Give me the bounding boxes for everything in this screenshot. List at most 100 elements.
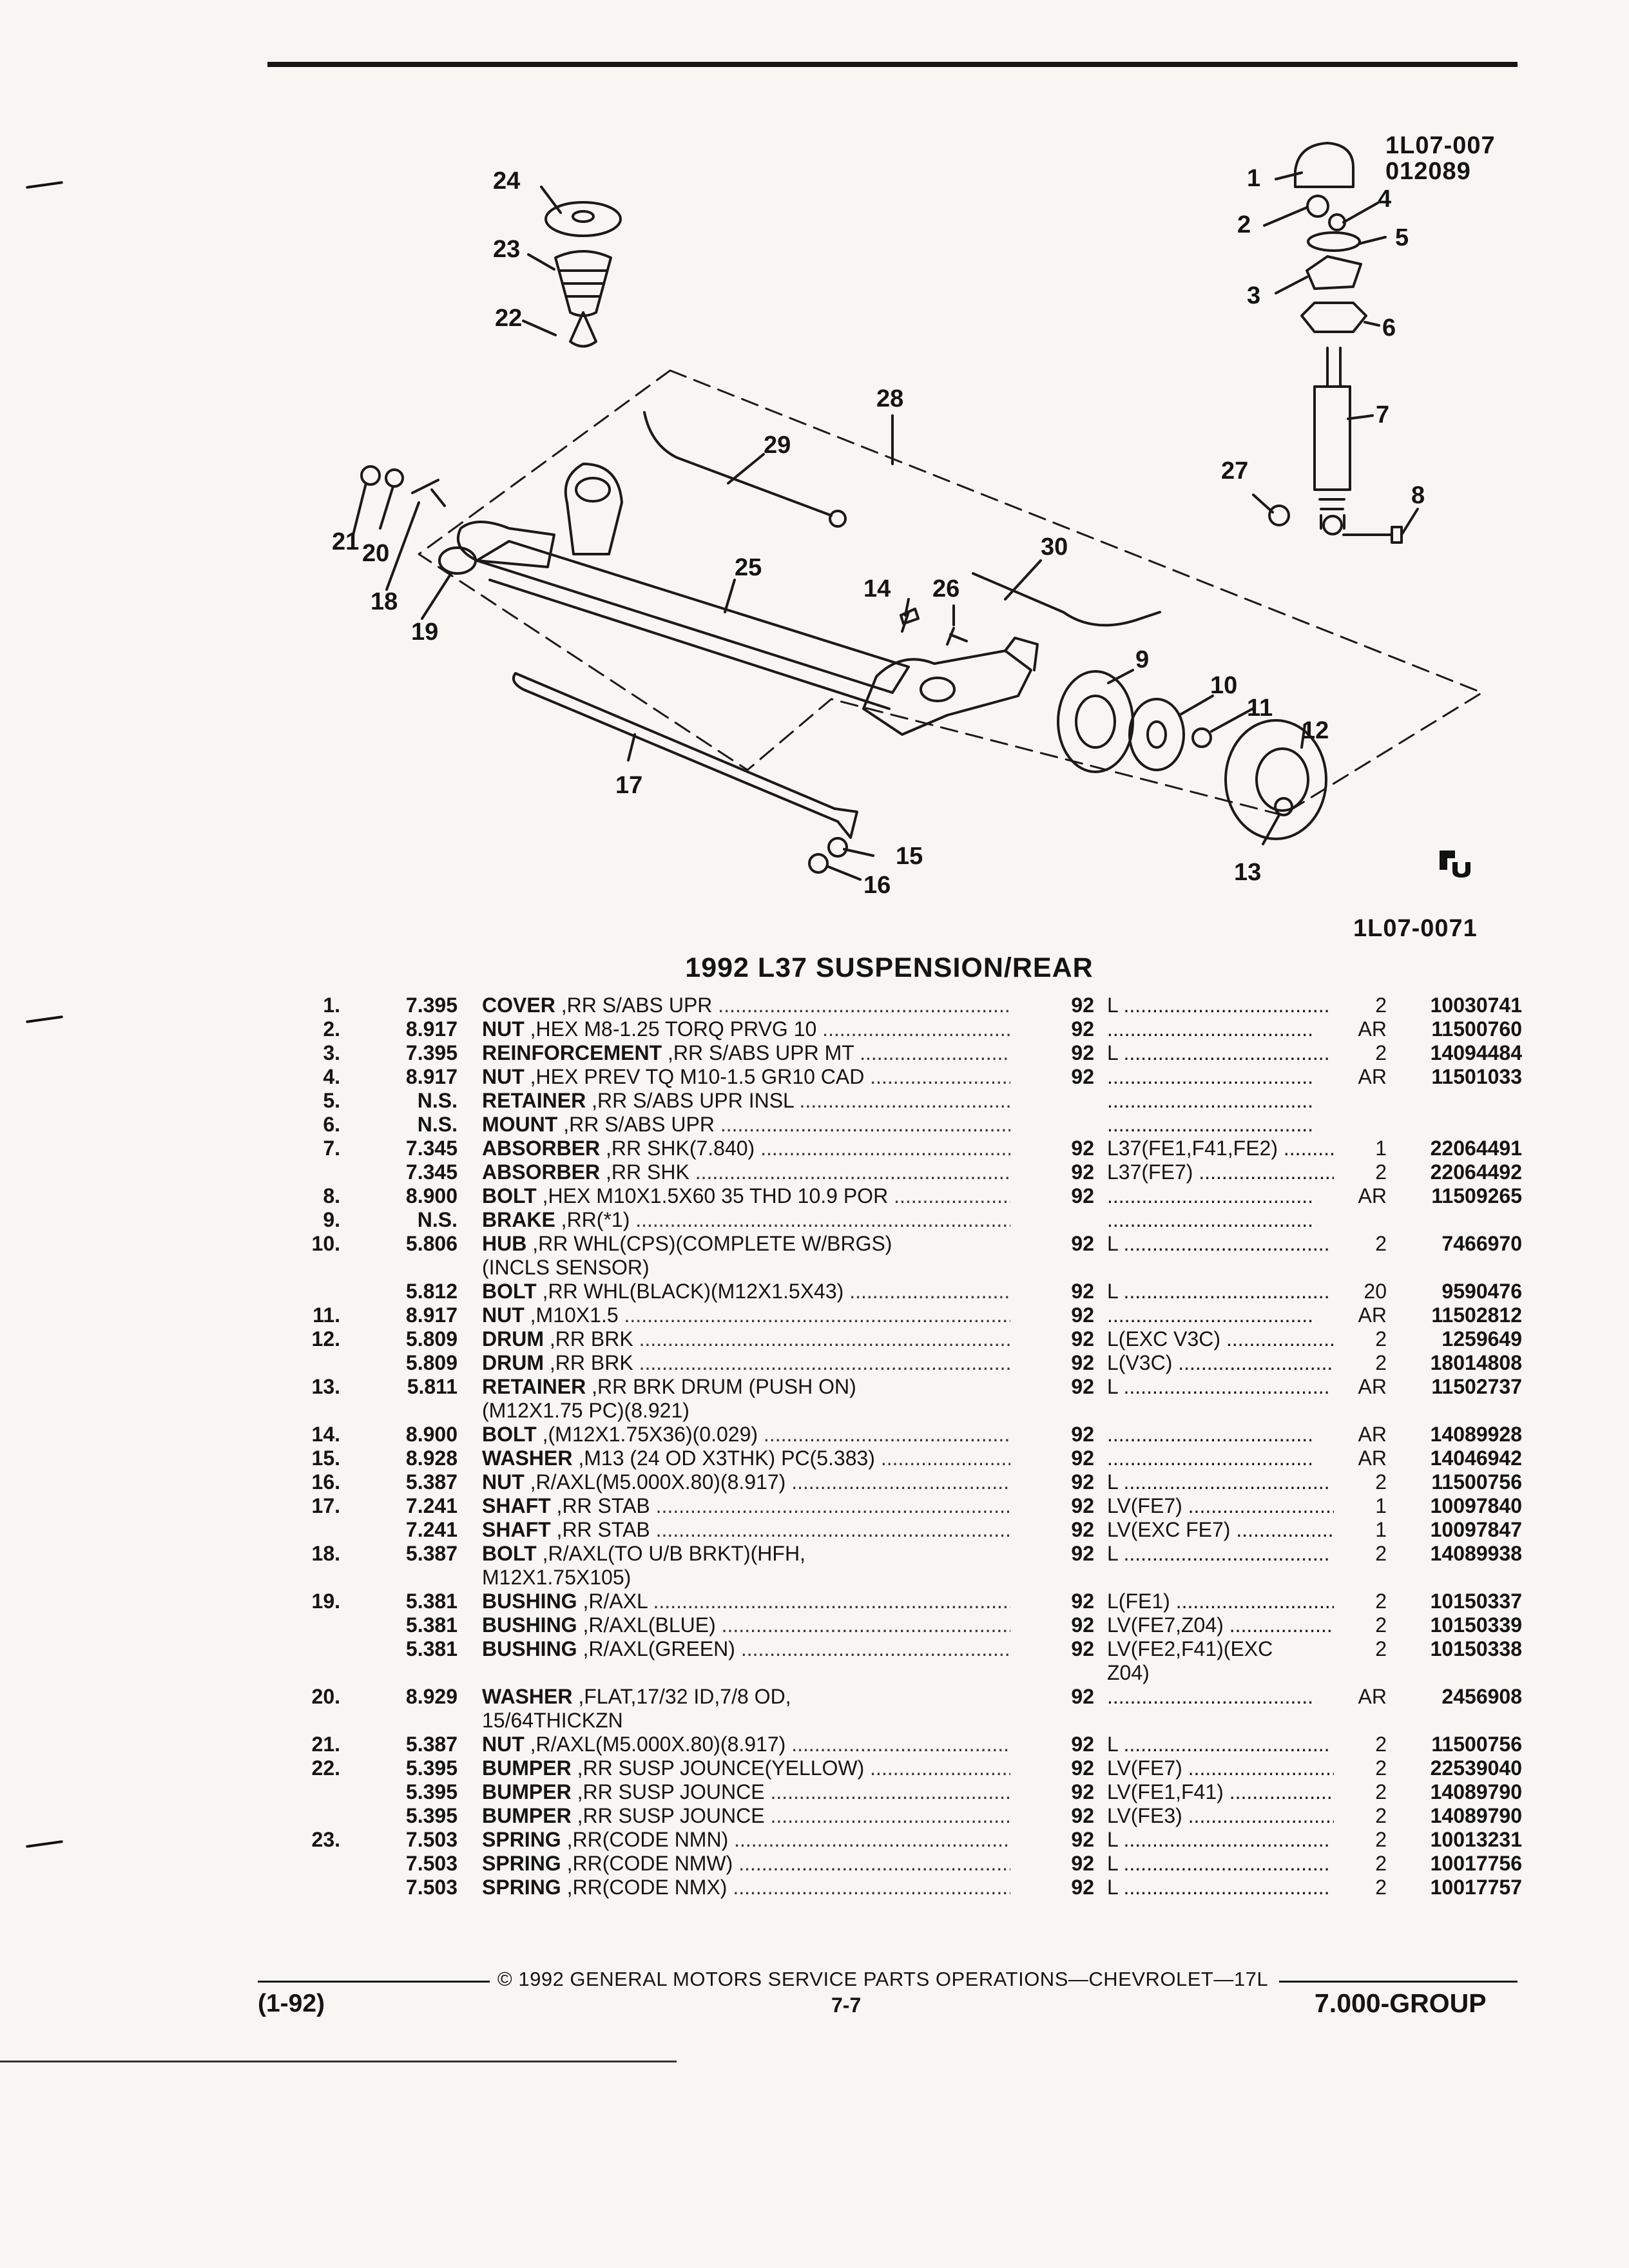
leader-dots: ........................................… xyxy=(624,1303,1010,1327)
leader-dots: .................................... xyxy=(1117,1828,1330,1851)
leader-dots: ........................................… xyxy=(653,1590,1010,1613)
model-usage: L .................................... xyxy=(1107,1041,1334,1065)
part-spec: ,R/AXL(M5.000X.80)(8.917) xyxy=(530,1470,786,1494)
model-year: 92 xyxy=(1071,1852,1094,1875)
leader-dots: .................................... xyxy=(1107,1017,1314,1041)
part-number: 11500756 xyxy=(1431,1470,1522,1494)
quantity: 2 xyxy=(1375,1590,1387,1613)
group-number: N.S. xyxy=(417,1208,458,1231)
part-number: 10013231 xyxy=(1430,1828,1522,1851)
part-name: RETAINER xyxy=(482,1375,586,1398)
part-number: 10097840 xyxy=(1430,1494,1522,1517)
part-spec: ,RR S/ABS UPR INSL xyxy=(592,1089,794,1112)
diagram-reference-code: 1L07-007 xyxy=(1385,132,1496,159)
leader-dots: ........................................… xyxy=(738,1852,1010,1875)
footer-rule-left xyxy=(258,1981,490,1983)
part-number: 10030741 xyxy=(1430,994,1522,1017)
leader-dots: .................................... xyxy=(1107,1208,1314,1231)
part-description: BOLT ,R/AXL(TO U/B BRKT)(HFH,M12X1.75X10… xyxy=(482,1542,1010,1590)
model-code: L xyxy=(1107,1232,1118,1255)
callout-8: 8 xyxy=(1411,482,1425,509)
table-row: 5.N.S.RETAINER ,RR S/ABS UPR INSL ......… xyxy=(0,1089,1629,1113)
group-number: 7.395 xyxy=(405,1041,458,1064)
model-usage: LV(FE1,F41) ............................… xyxy=(1107,1780,1334,1804)
model-year: 92 xyxy=(1071,1518,1094,1541)
part-spec: ,HEX M8-1.25 TORQ PRVG 10 xyxy=(530,1017,817,1041)
model-usage: L .................................... xyxy=(1107,1232,1334,1256)
leader-dots: ........................................… xyxy=(655,1494,1010,1517)
leader-dots: .................................... xyxy=(1117,1375,1330,1398)
model-usage: L .................................... xyxy=(1107,994,1334,1017)
quantity: 2 xyxy=(1375,1351,1387,1374)
model-usage: LV(FE3) ................................… xyxy=(1107,1804,1334,1828)
part-name: BUSHING xyxy=(482,1637,577,1660)
item-number: 4. xyxy=(323,1065,340,1088)
model-code: L xyxy=(1107,1876,1118,1899)
model-year: 92 xyxy=(1071,1637,1094,1660)
group-number: 5.381 xyxy=(405,1613,458,1637)
model-year: 92 xyxy=(1071,1184,1094,1207)
group-number: N.S. xyxy=(417,1113,458,1136)
part-description: BUSHING ,R/AXL .........................… xyxy=(482,1590,1010,1613)
model-usage: .................................... xyxy=(1107,1113,1334,1137)
part-description: NUT ,HEX PREV TQ M10-1.5 GR10 CAD ......… xyxy=(482,1065,1010,1089)
callout-18: 18 xyxy=(371,588,398,615)
part-name: WASHER xyxy=(482,1685,573,1708)
leader-dots: .................................... xyxy=(1188,1756,1334,1780)
model-usage: LV(EXC FE7) ............................… xyxy=(1107,1518,1334,1542)
model-year: 92 xyxy=(1071,1327,1094,1350)
part-spec: ,HEX M10X1.5X60 35 THD 10.9 POR xyxy=(542,1184,889,1207)
model-usage: L .................................... xyxy=(1107,1852,1334,1876)
item-number: 16. xyxy=(311,1470,340,1494)
group-number: 7.503 xyxy=(405,1852,458,1875)
callout-19: 19 xyxy=(411,619,439,646)
part-description: NUT ,M10X1.5 ...........................… xyxy=(482,1303,1010,1327)
part-name: NUT xyxy=(482,1733,525,1756)
model-year: 92 xyxy=(1071,1232,1094,1255)
table-row: 6.N.S.MOUNT ,RR S/ABS UPR ..............… xyxy=(0,1113,1629,1137)
item-number: 3. xyxy=(323,1041,340,1064)
part-number: 22539040 xyxy=(1430,1756,1522,1780)
leader-dots: ........................................… xyxy=(639,1327,1010,1350)
part-name: DRUM xyxy=(482,1327,544,1350)
part-spec-continued: (INCLS SENSOR) xyxy=(482,1256,650,1279)
part-description: BOLT ,(M12X1.75X36)(0.029) .............… xyxy=(482,1423,1010,1446)
callout-12: 12 xyxy=(1302,717,1329,744)
diagram-reference-date: 012089 xyxy=(1385,158,1471,185)
model-usage: L .................................... xyxy=(1107,1470,1334,1494)
item-number: 13. xyxy=(311,1375,340,1398)
part-name: DRUM xyxy=(482,1351,544,1374)
leader-dots: .................................... xyxy=(1107,1089,1314,1112)
part-description: WASHER ,FLAT,17/32 ID,7/8 OD,15/64THICKZ… xyxy=(482,1685,1010,1733)
item-number: 21. xyxy=(311,1733,340,1756)
model-code: LV(EXC FE7) xyxy=(1107,1518,1231,1541)
part-name: BUMPER xyxy=(482,1780,572,1803)
callout-26: 26 xyxy=(932,575,960,602)
leader-dots: .................................... xyxy=(1117,1232,1330,1255)
quantity: AR xyxy=(1358,1375,1387,1398)
leader-dots: ........................................… xyxy=(894,1184,1010,1207)
model-year: 92 xyxy=(1071,1542,1094,1565)
group-number: 5.381 xyxy=(405,1590,458,1613)
part-spec: ,R/AXL(BLUE) xyxy=(583,1613,716,1637)
part-description: SHAFT ,RR STAB .........................… xyxy=(482,1494,1010,1518)
item-number: 20. xyxy=(311,1685,340,1708)
diagram-reference-code-bottom: 1L07-0071 xyxy=(1353,915,1478,942)
part-name: RETAINER xyxy=(482,1089,586,1112)
quantity: 2 xyxy=(1375,1780,1387,1803)
model-year: 92 xyxy=(1071,1733,1094,1756)
part-number: 18014808 xyxy=(1430,1351,1522,1374)
group-number: 7.395 xyxy=(405,994,458,1017)
quantity: AR xyxy=(1358,1423,1387,1446)
